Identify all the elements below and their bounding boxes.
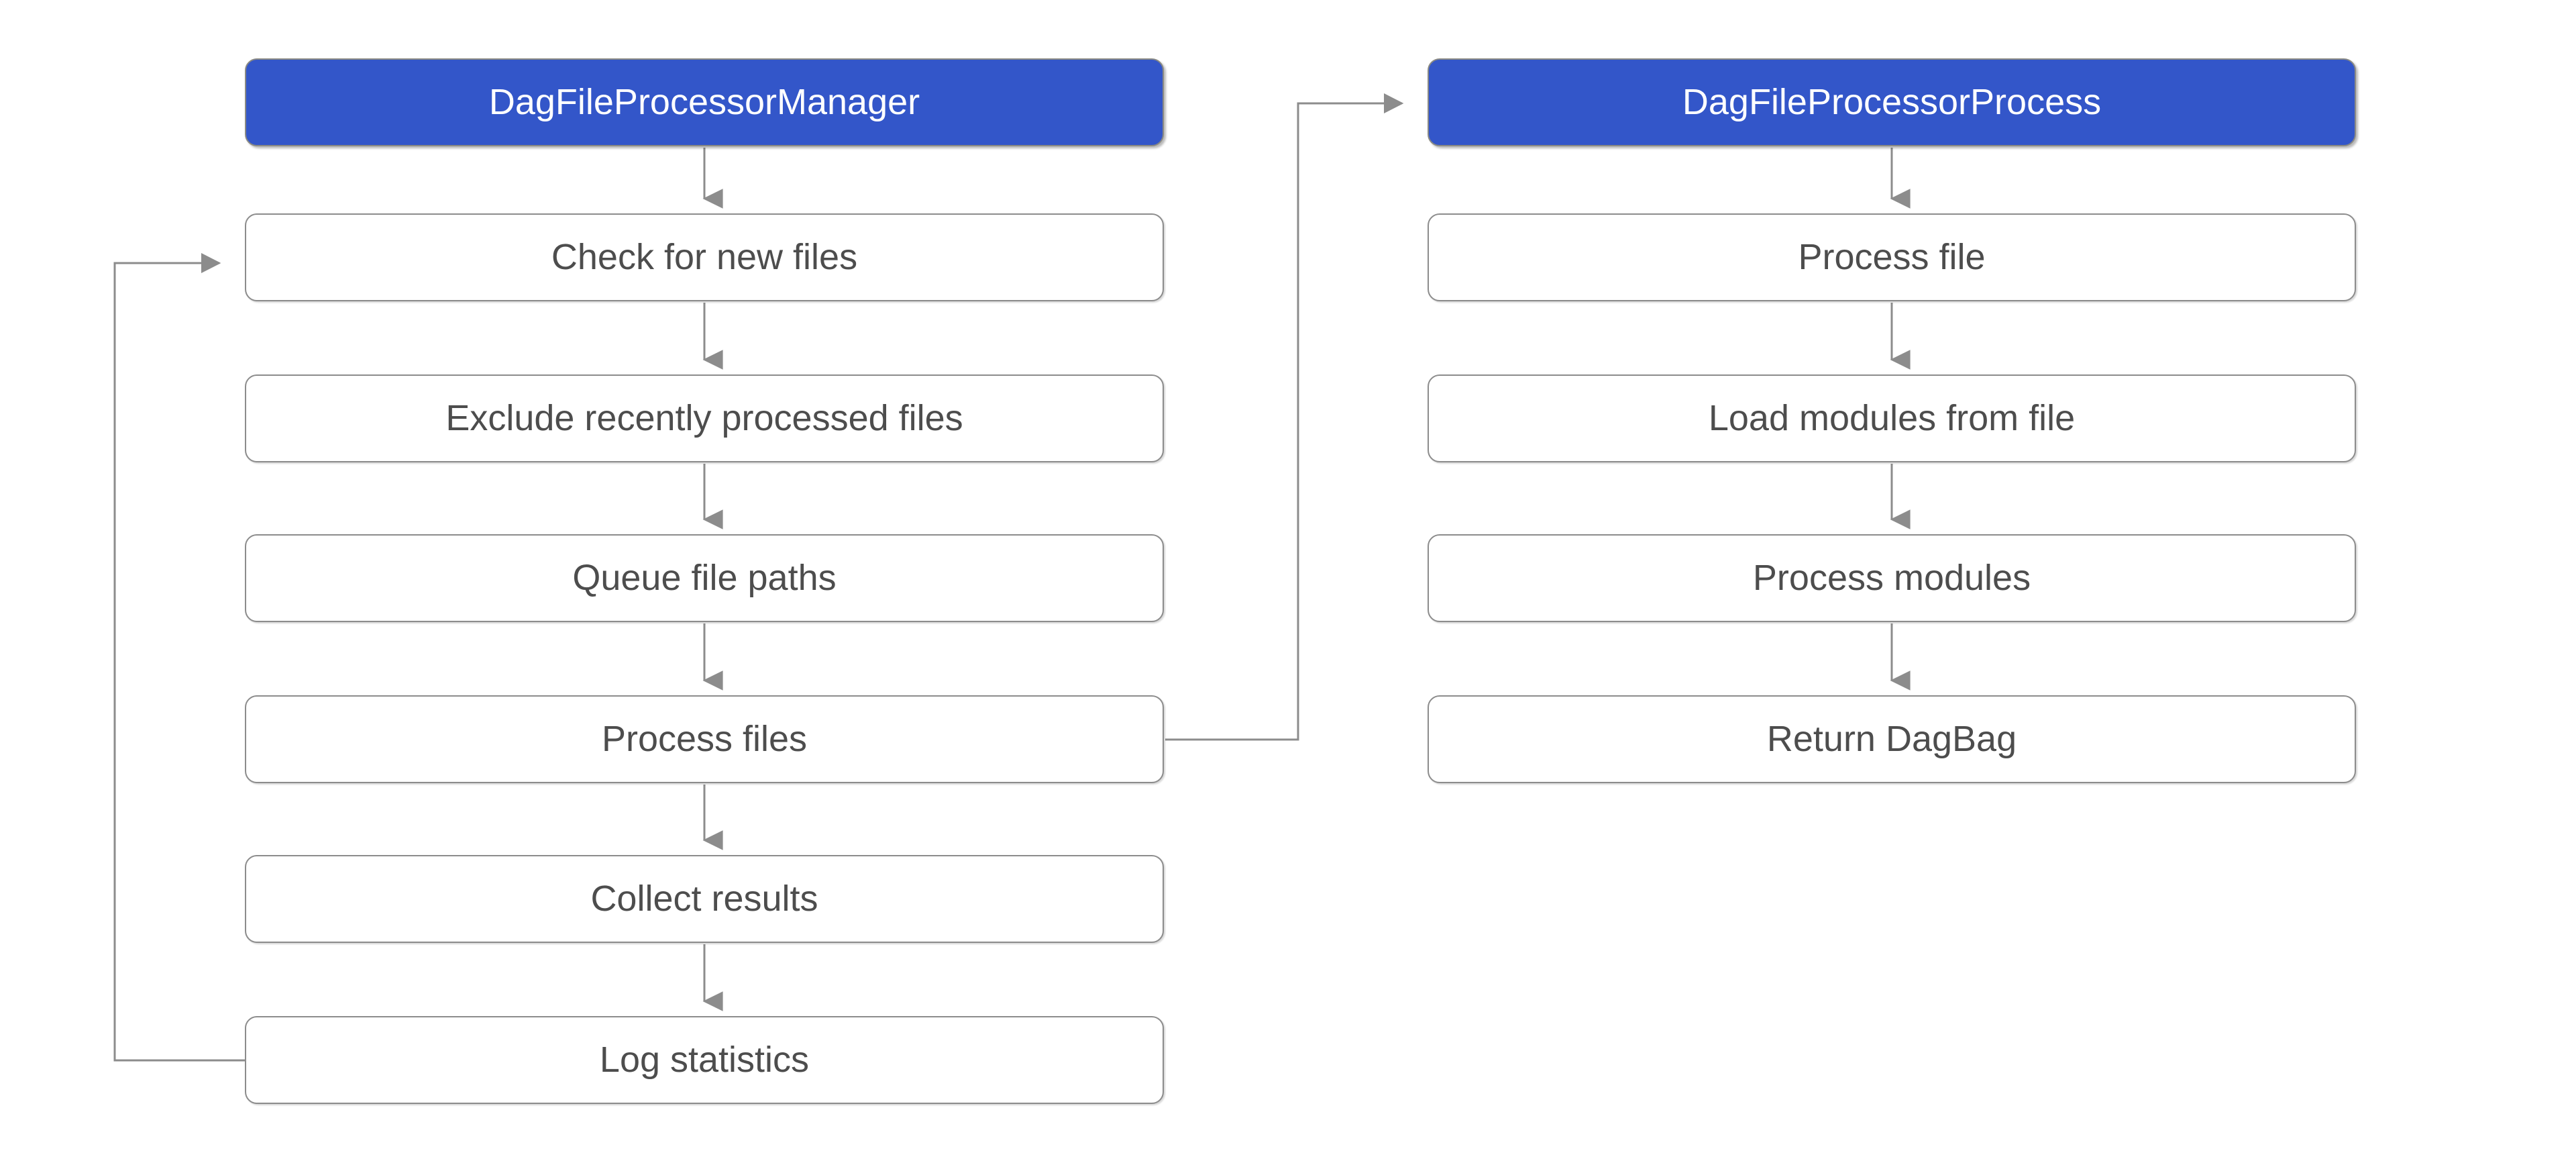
- node-return-dagbag[interactable]: Return DagBag: [1428, 695, 2356, 783]
- node-queue-file-paths[interactable]: Queue file paths: [245, 534, 1164, 622]
- node-label: DagFileProcessorManager: [488, 82, 920, 123]
- node-check-for-new-files[interactable]: Check for new files: [245, 213, 1164, 301]
- node-label: Collect results: [590, 878, 818, 919]
- node-label: Process file: [1798, 237, 1986, 278]
- node-label: Log statistics: [599, 1040, 810, 1080]
- node-label: Check for new files: [551, 237, 858, 278]
- node-collect-results[interactable]: Collect results: [245, 855, 1164, 943]
- node-label: Process modules: [1752, 558, 2031, 599]
- node-dagfileprocessormanager[interactable]: DagFileProcessorManager: [245, 58, 1164, 146]
- node-label: Exclude recently processed files: [445, 398, 963, 439]
- node-log-statistics[interactable]: Log statistics: [245, 1016, 1164, 1104]
- node-label: Queue file paths: [572, 558, 837, 599]
- edge-log-to-check-loopback: [113, 253, 245, 1062]
- node-dagfileprocessorprocess[interactable]: DagFileProcessorProcess: [1428, 58, 2356, 146]
- node-label: DagFileProcessorProcess: [1682, 82, 2102, 123]
- node-process-file[interactable]: Process file: [1428, 213, 2356, 301]
- node-label: Return DagBag: [1766, 719, 2017, 760]
- node-label: Load modules from file: [1708, 398, 2076, 439]
- node-process-files[interactable]: Process files: [245, 695, 1164, 783]
- node-exclude-recently-processed-files[interactable]: Exclude recently processed files: [245, 374, 1164, 462]
- edge-process-files-to-processor: [1165, 93, 1404, 741]
- node-label: Process files: [601, 719, 808, 760]
- node-load-modules-from-file[interactable]: Load modules from file: [1428, 374, 2356, 462]
- node-process-modules[interactable]: Process modules: [1428, 534, 2356, 622]
